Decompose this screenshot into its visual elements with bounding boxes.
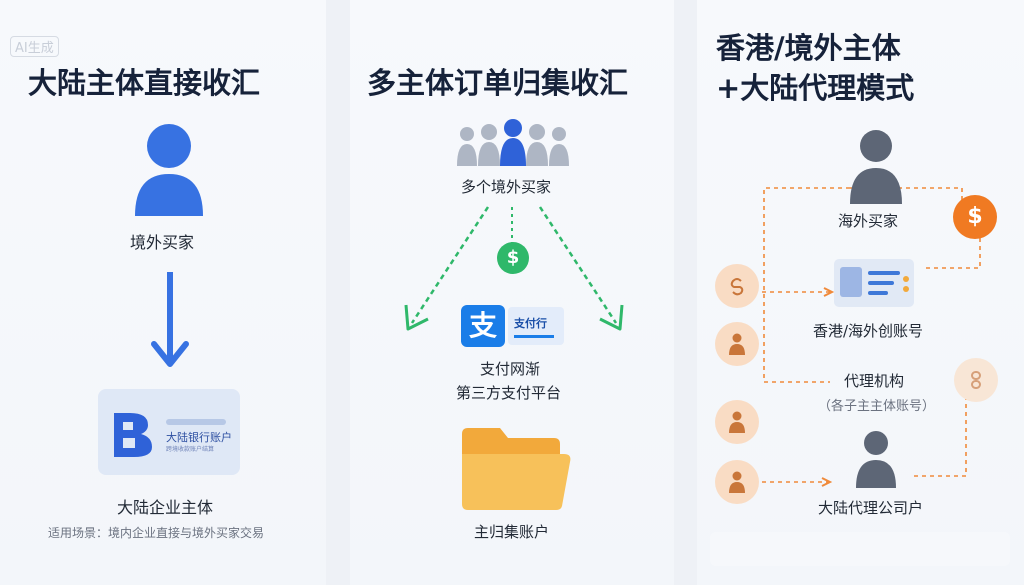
overseas-buyer-label: 海外买家: [838, 212, 899, 230]
panel2-title: 多主体订单归集收汇: [367, 66, 629, 100]
dollar-coin-icon: $: [497, 242, 529, 274]
buyers-label: 多个境外买家: [461, 178, 552, 196]
panel-mainland-direct: [0, 0, 326, 585]
agent-label: 代理机构: [844, 372, 905, 390]
bank-logo-icon: [114, 413, 152, 457]
panel3-title-line2: +大陆代理模式: [716, 71, 915, 105]
pay-tag-bar: [514, 335, 554, 338]
buyer-person-icon: [135, 124, 203, 216]
scenario-note: 适用场景：境内企业直接与境外买家交易: [48, 526, 265, 540]
agent-flow-lines: [762, 187, 981, 487]
overseas-buyer-icon: [850, 130, 902, 204]
entity-label: 大陆企业主体: [117, 498, 214, 517]
person-icon: [729, 471, 745, 493]
pay-tag-label: 支付行: [514, 317, 547, 330]
exchange-icon: [730, 278, 744, 296]
company-person-icon: [856, 431, 896, 488]
link-circle-icon: [954, 358, 998, 402]
multiple-buyers-icon: [457, 119, 569, 166]
person-circle-icon: [715, 400, 759, 444]
person-circle-icon: [715, 322, 759, 366]
panel3-title: 香港/境外主体 +大陆代理模式: [716, 28, 914, 108]
person-icon: [729, 333, 745, 355]
flow-arrows: [404, 206, 624, 331]
panel3-title-line1: 香港/境外主体: [716, 31, 901, 65]
agent-sub: （各子主主体账号）: [818, 399, 936, 414]
company-label: 大陆代理公司户: [818, 499, 924, 517]
account-label: 主归集账户: [474, 523, 550, 541]
platform-line1: 支付网渐: [480, 360, 541, 378]
platform-line2: 第三方支付平台: [456, 384, 562, 402]
dollar-coin-icon: $: [953, 195, 997, 239]
hk-account-label: 香港/海外创账号: [813, 322, 924, 340]
card-bar: [166, 419, 226, 425]
person-icon: [729, 411, 745, 433]
arrow-down-icon: [151, 272, 189, 367]
folder-icon: [462, 428, 571, 510]
ai-watermark: AI生成: [10, 36, 59, 57]
panel1-title: 大陆主体直接收汇: [28, 66, 261, 100]
bank-card-sub: 跨境收款账户结算: [166, 446, 215, 453]
bank-account-card: 大陆银行账户 跨境收款账户结算: [98, 389, 240, 475]
bank-card-name: 大陆银行账户: [166, 431, 232, 444]
footer-placeholder: [710, 532, 1010, 566]
link-icon: [971, 371, 981, 389]
currency-exchange-icon: [715, 264, 759, 308]
payment-tag: 支付行: [508, 307, 564, 345]
payment-app-logo: 支: [461, 305, 505, 347]
person-circle-icon: [715, 460, 759, 504]
account-card-icon: [834, 259, 914, 307]
buyer-label: 境外买家: [130, 233, 195, 252]
